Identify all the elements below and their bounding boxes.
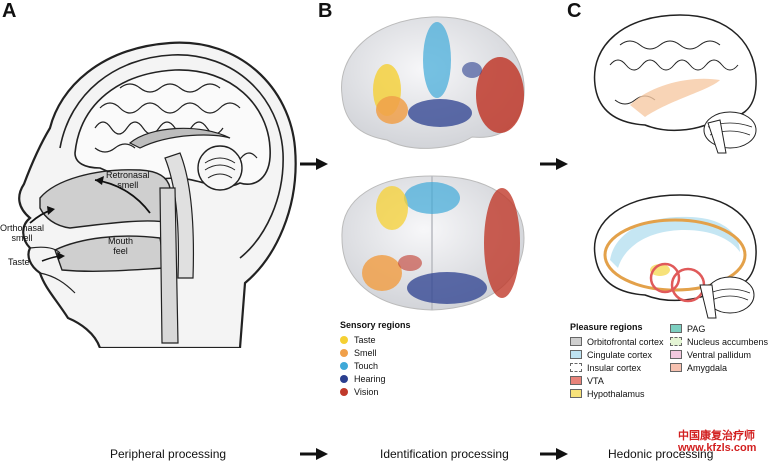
brainstem (707, 119, 727, 154)
legend-dot-icon (340, 335, 348, 344)
sensory-legend-item: Hearing (340, 372, 411, 385)
stage-peripheral-processing: Peripheral processing (110, 447, 227, 461)
legend-dot-icon (340, 387, 348, 396)
label-taste: Taste (8, 257, 30, 267)
taste-region (376, 186, 408, 230)
panel-letter-a: A (2, 0, 17, 22)
legend-swatch-icon (670, 337, 682, 346)
pleasure-legend-label: Amygdala (687, 362, 728, 373)
watermark: 中国康复治疗师 www.kfzls.com (678, 430, 756, 454)
brainstem (164, 152, 195, 279)
vision-region (476, 57, 524, 133)
sensory-legend-item: Smell (340, 346, 411, 359)
pleasure-legend-item: Insular cortex (570, 361, 670, 374)
brain-render-lateral (341, 16, 525, 149)
smell-region (362, 255, 402, 291)
pleasure-legend-item: PAG (670, 322, 768, 335)
sensory-legend-title: Sensory regions (340, 320, 411, 330)
legend-swatch-icon (570, 350, 582, 359)
stage-hedonic-processing: Hedonic processing (608, 447, 714, 461)
pleasure-legend-label: Cingulate cortex (587, 349, 653, 360)
touch-region (404, 182, 460, 214)
pleasure-legend-label: Hypothalamus (587, 388, 645, 399)
vision-region (484, 188, 520, 298)
throat (159, 187, 179, 344)
cingulate-region (610, 216, 740, 268)
brain-drawing-lateral (593, 14, 757, 154)
right-arrow-icon (540, 158, 568, 170)
brain-render-dorsal (341, 175, 525, 311)
sensory-legend-item: Touch (340, 359, 411, 372)
brain-outline (593, 194, 757, 302)
sensory-legend-label: Touch (354, 360, 379, 371)
right-arrow-icon (300, 448, 328, 460)
legend-swatch-icon (670, 324, 682, 333)
pleasure-legend-label: VTA (587, 375, 604, 386)
head-cross-section (18, 41, 297, 348)
sensory-legend-label: Smell (354, 347, 377, 358)
label-mouth-feel: Mouth feel (108, 236, 134, 256)
legend-swatch-icon (670, 350, 682, 359)
watermark-line1: 中国康复治疗师 (678, 430, 755, 442)
legend-dot-icon (340, 374, 348, 383)
right-arrow-icon (300, 158, 328, 170)
legend-dot-icon (340, 348, 348, 357)
orbitofrontal-ring (603, 218, 747, 292)
legend-swatch-icon (570, 363, 582, 372)
sensory-legend-item: Taste (340, 333, 411, 346)
skull-outline (59, 54, 284, 259)
pleasure-legend-label: Nucleus accumbens (687, 336, 769, 347)
sensory-legend-item: Vision (340, 385, 411, 398)
panel-letter-c: C (567, 0, 582, 22)
touch-region (423, 22, 451, 98)
watermark-line2: www.kfzls.com (678, 442, 757, 454)
sensory-legend-label: Taste (354, 334, 376, 345)
sensory-legend-label: Vision (354, 386, 379, 397)
cerebellum (197, 145, 243, 191)
legend-swatch-icon (570, 376, 582, 385)
insular-region (630, 78, 720, 117)
brain-gyri (94, 83, 258, 164)
panel-letter-b: B (318, 0, 333, 22)
hearing-region (407, 272, 487, 304)
pleasure-legend-title: Pleasure regions (570, 322, 643, 332)
vta-ring (649, 262, 681, 294)
pleasure-legend-item: Ventral pallidum (670, 348, 768, 361)
pleasure-legend-item: Amygdala (670, 361, 768, 374)
legend-swatch-icon (570, 389, 582, 398)
pleasure-legend-label: PAG (687, 323, 706, 334)
brain-drawing-medial (593, 194, 757, 319)
label-retronasal-smell: Retronasal smell (106, 170, 150, 190)
pleasure-legend-item: Hypothalamus (570, 387, 670, 400)
pleasure-legend-label: Orbitofrontal cortex (587, 336, 664, 347)
label-orthonasal-smell: Orthonasal smell (0, 223, 45, 243)
legend-swatch-icon (570, 337, 582, 346)
stage-identification-processing: Identification processing (380, 447, 509, 461)
pleasure-legend-item: VTA (570, 374, 670, 387)
sensory-legend-label: Hearing (354, 373, 386, 384)
right-arrow-icon (540, 448, 568, 460)
legend-swatch-icon (670, 363, 682, 372)
legend-dot-icon (340, 361, 348, 370)
pleasure-legend-label: Insular cortex (587, 362, 642, 373)
corpus-callosum (128, 127, 231, 149)
brainstem (699, 284, 717, 319)
pleasure-legend-item: Orbitofrontal cortex (570, 335, 670, 348)
pleasure-legend-label: Ventral pallidum (687, 349, 752, 360)
hearing-region (408, 99, 472, 127)
smell-region (376, 96, 408, 124)
pleasure-legend-item: Nucleus accumbens (670, 335, 768, 348)
pleasure-legend-item: Cingulate cortex (570, 348, 670, 361)
